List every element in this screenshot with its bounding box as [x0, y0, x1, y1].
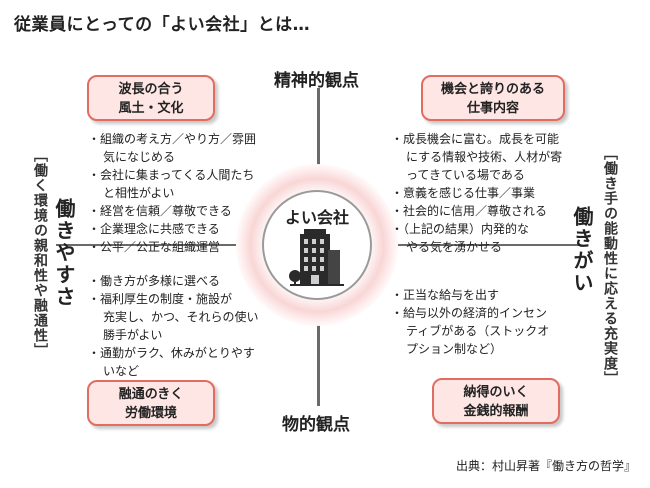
box-compensation-line1: 納得のいく — [463, 385, 529, 400]
box-work-environment-line1: 融通のきく — [118, 387, 184, 402]
box-compensation: 納得のいく 金銭的報酬 — [432, 378, 560, 424]
office-building-icon — [289, 229, 344, 286]
page-title: 従業員にとっての「よい会社」とは… — [14, 15, 311, 35]
box-culture: 波長の合う 風土・文化 — [87, 75, 215, 121]
box-culture-line2: 風土・文化 — [118, 101, 184, 116]
list-item-text: ってきている場である — [406, 168, 525, 182]
list-item-text: と相性がよい — [103, 186, 175, 200]
list-item: 正当な給与を出す — [391, 286, 549, 304]
box-work-content-line1: 機会と誇りのある — [440, 82, 545, 97]
list-item-text: いなど — [103, 364, 140, 378]
list-item-text: 働き方が多様に選べる — [100, 274, 221, 288]
box-work-content: 機会と誇りのある 仕事内容 — [421, 75, 565, 121]
list-item-text: 意義を感じる仕事／事業 — [403, 186, 536, 200]
side-note-right: ［働き手の能動性に応える充実度］ — [602, 146, 618, 386]
list-item-text: 給与以外の経済的インセン — [403, 306, 548, 320]
box-work-environment: 融通のきく 労働環境 — [87, 380, 215, 426]
list-item-text: 正当な給与を出す — [403, 288, 500, 302]
list-item: 企業理念に共感できる — [88, 220, 256, 238]
list-item-text: 成長機会に富む。成長を可能 — [403, 132, 560, 146]
side-note-left: ［働く環境の親和性や融通性］ — [32, 148, 48, 358]
list-item-text: 会社に集まってくる人間たち — [100, 168, 255, 182]
list-item-text: 勝手がよい — [103, 328, 163, 342]
list-item-text: 企業理念に共感できる — [100, 222, 220, 236]
list-culture: 組織の考え方／やり方／雰囲気になじめる会社に集まってくる人間たちと相性がよい経営… — [88, 130, 256, 256]
list-item-text: プション制など） — [406, 342, 503, 356]
axis-label-top: 精神的観点 — [274, 71, 359, 91]
list-item-text: 通勤がラク、休みがとりやす — [100, 346, 255, 360]
list-item: 公平／公正な組織運営 — [88, 238, 256, 256]
list-item: 意義を感じる仕事／事業 — [391, 184, 562, 202]
list-item-text: にする情報や技術、人材が寄 — [406, 150, 563, 164]
list-item-text: 社会的に信用／尊敬される — [403, 204, 548, 218]
list-item-text: やる気を湧かせる — [406, 240, 503, 254]
box-culture-line1: 波長の合う — [118, 82, 184, 97]
list-item: 経営を信頼／尊敬できる — [88, 202, 256, 220]
list-item-text: （上記の結果）内発的な — [403, 222, 530, 236]
box-work-content-line2: 仕事内容 — [466, 101, 519, 116]
list-item-text: 充実し、かつ、それらの使い — [103, 310, 259, 324]
list-item: 社会的に信用／尊敬される — [391, 202, 562, 220]
list-item: 働き方が多様に選べる — [88, 272, 259, 290]
list-item-text: ティブがある（ストックオ — [406, 324, 550, 338]
list-item-text: 公平／公正な組織運営 — [100, 240, 221, 254]
axis-label-bottom: 物的観点 — [282, 415, 350, 435]
list-work-content: 成長機会に富む。成長を可能にする情報や技術、人材が寄ってきている場である意義を感… — [391, 130, 562, 256]
list-item-text: 福利厚生の制度・施設が — [100, 292, 233, 306]
center-label: よい会社 — [284, 208, 349, 227]
source-citation: 出典：村山昇著『働き方の哲学』 — [455, 459, 636, 473]
box-compensation-line2: 金銭的報酬 — [463, 404, 529, 419]
box-work-environment-line2: 労働環境 — [124, 406, 177, 421]
list-item-text: 組織の考え方／やり方／雰囲 — [100, 132, 257, 146]
list-item-text: 経営を信頼／尊敬できる — [100, 204, 232, 218]
axis-label-right: 働きがい — [570, 206, 594, 294]
list-work-environment: 働き方が多様に選べる福利厚生の制度・施設が充実し、かつ、それらの使い勝手がよい通… — [88, 272, 259, 380]
list-item-text: 気になじめる — [103, 150, 176, 164]
axis-label-left: 働きやすさ — [52, 198, 76, 308]
